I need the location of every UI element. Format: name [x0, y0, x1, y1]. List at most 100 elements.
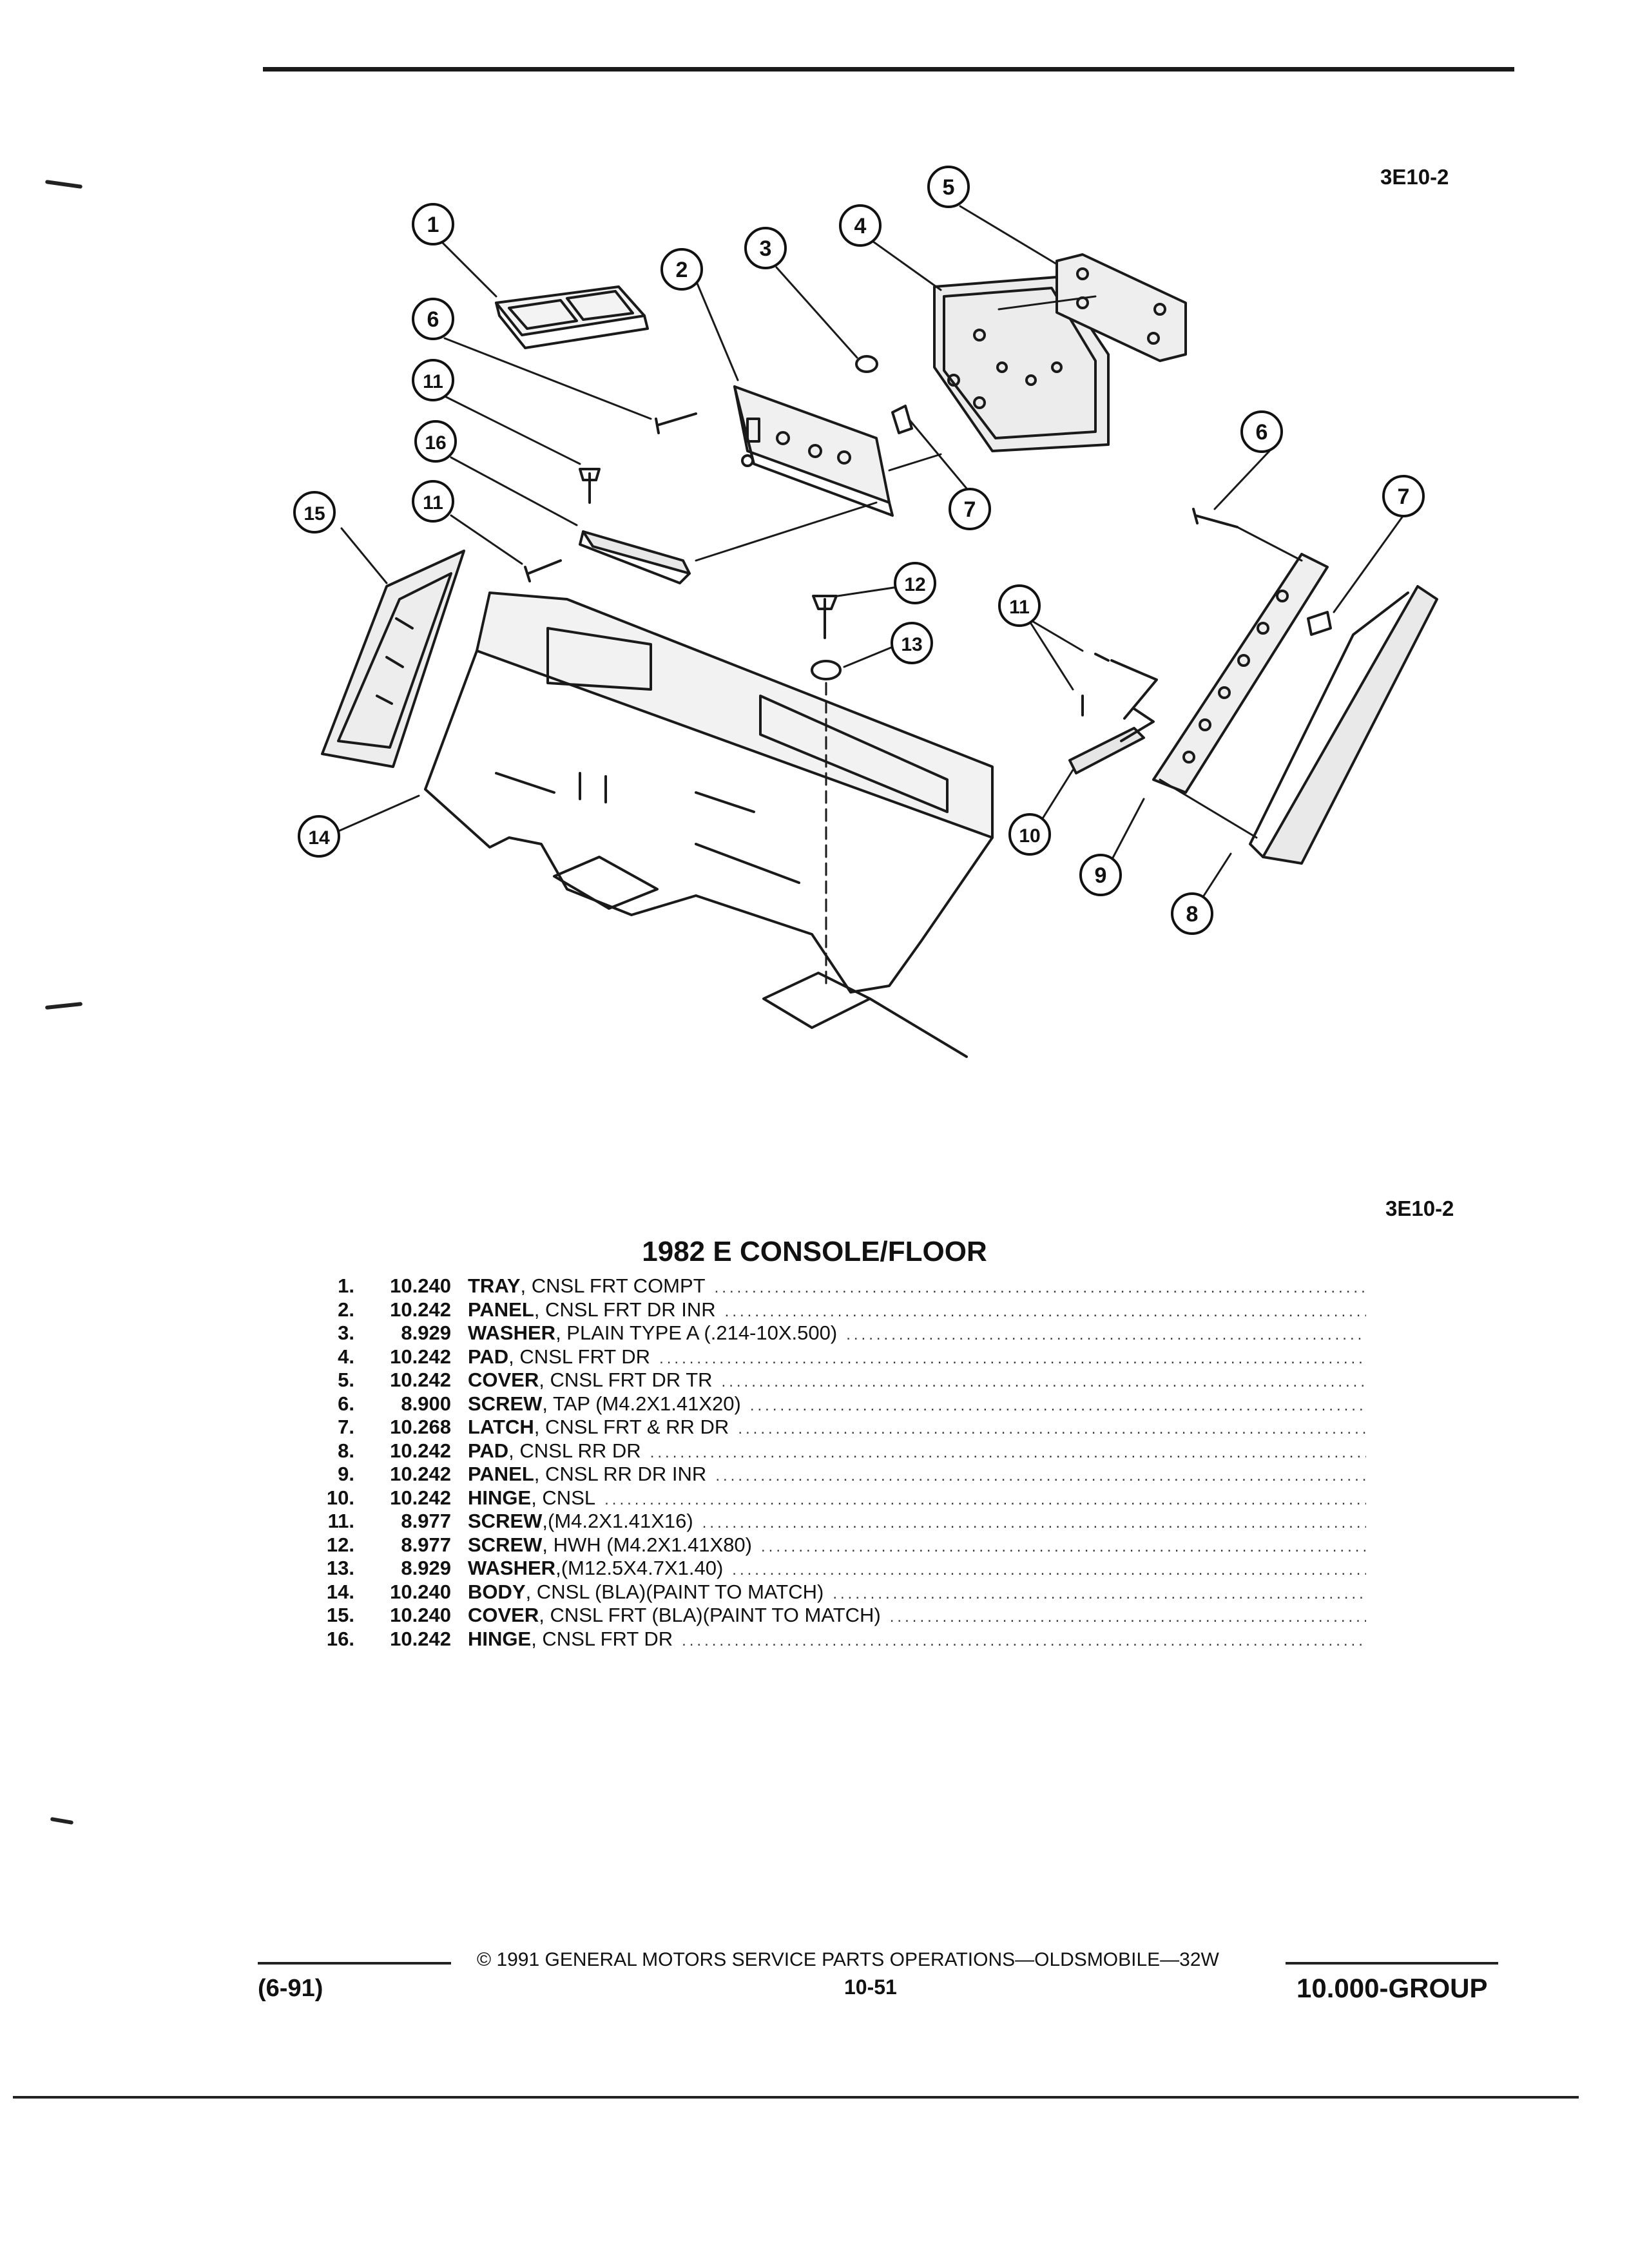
part-name: SCREW: [468, 1533, 543, 1556]
washer-part: [855, 355, 878, 373]
screw-part: [1081, 653, 1110, 716]
leader-dots: ........................................…: [659, 1349, 1366, 1367]
part-detail: , CNSL FRT DR: [531, 1627, 673, 1650]
part-number: 13.: [326, 1557, 354, 1579]
part-name: HINGE: [468, 1486, 532, 1509]
console-body: [424, 591, 994, 1058]
callout-label: 2: [676, 258, 688, 282]
screw-part: [655, 412, 697, 434]
leader-dots: ........................................…: [833, 1584, 1366, 1602]
leader-dots: ........................................…: [732, 1561, 1366, 1579]
part-group-code: 10.240: [390, 1274, 451, 1297]
part-description: COVER, CNSL FRT (BLA)(PAINT TO MATCH): [451, 1604, 881, 1627]
leader-dots: ........................................…: [702, 1514, 1366, 1532]
callout-6: 6: [412, 298, 454, 340]
part-detail: , CNSL RR DR INR: [534, 1463, 707, 1485]
leader-dots: ........................................…: [604, 1490, 1366, 1508]
part-group-code: 10.242: [390, 1463, 451, 1485]
footer-rule-left: [258, 1962, 451, 1965]
part-number: 1.: [338, 1274, 354, 1297]
panel-front-door-inner: [733, 385, 894, 517]
leader-dots: ........................................…: [889, 1608, 1366, 1626]
leader-dots: ........................................…: [650, 1443, 1366, 1461]
callout-3: 3: [744, 227, 787, 269]
part-number: 8.: [338, 1439, 354, 1462]
margin-mark: [50, 1816, 74, 1825]
part-description: WASHER,(M12.5X4.7X1.40): [451, 1557, 723, 1580]
callout-label: 11: [423, 371, 443, 392]
part-description: PANEL, CNSL RR DR INR: [451, 1463, 706, 1486]
part-name: HINGE: [468, 1627, 532, 1650]
callout-label: 3: [760, 236, 772, 261]
part-detail: , CNSL FRT (BLA)(PAINT TO MATCH): [539, 1604, 881, 1626]
part-group-code: 10.242: [390, 1369, 451, 1391]
part-group-code: 8.929: [401, 1321, 451, 1344]
screw-part: [812, 595, 838, 639]
part-description: HINGE, CNSL FRT DR: [451, 1628, 673, 1651]
part-number: 14.: [326, 1580, 354, 1603]
footer-page-number: 10-51: [844, 1975, 897, 1999]
callout-label: 1: [427, 213, 439, 237]
figure-code-bottom: 3E10-2: [1385, 1196, 1454, 1220]
callout-label: 9: [1095, 863, 1107, 888]
part-group-code: 10.242: [390, 1345, 451, 1368]
footer-copyright: © 1991 GENERAL MOTORS SERVICE PARTS OPER…: [477, 1949, 1219, 1970]
part-name: PAD: [468, 1439, 509, 1462]
part-detail: , CNSL FRT DR TR: [539, 1369, 713, 1391]
part-name: TRAY: [468, 1274, 521, 1297]
part-number: 15.: [326, 1604, 354, 1626]
part-group-code: 10.242: [390, 1439, 451, 1462]
part-name: BODY: [468, 1580, 526, 1603]
part-name: PAD: [468, 1345, 509, 1368]
callout-label: 11: [1009, 597, 1030, 618]
callout-label: 7: [964, 497, 976, 522]
screw-part: [524, 559, 562, 582]
part-number: 9.: [338, 1463, 354, 1485]
part-number: 6.: [338, 1392, 354, 1415]
tray-part: [495, 285, 649, 349]
screw-part: [579, 468, 601, 504]
footer-group-code: 10.000-GROUP: [1296, 1973, 1488, 2003]
latch-part: [1307, 611, 1332, 636]
screw-part: [1192, 508, 1239, 528]
callout-label: 11: [423, 492, 443, 514]
part-detail: , CNSL FRT COMPT: [520, 1274, 706, 1297]
part-detail: ,(M4.2X1.41X16): [542, 1510, 693, 1532]
part-detail: , CNSL: [531, 1486, 596, 1509]
part-detail: , HWH (M4.2X1.41X80): [542, 1533, 752, 1556]
part-detail: ,(M12.5X4.7X1.40): [555, 1557, 724, 1579]
callout-11: 11: [412, 480, 454, 523]
callout-label: 6: [427, 307, 439, 332]
part-name: WASHER: [468, 1321, 556, 1344]
part-detail: , CNSL FRT DR INR: [534, 1298, 716, 1321]
part-detail: , CNSL RR DR: [508, 1439, 641, 1462]
parts-list-title: 1982 E CONSOLE/FLOOR: [642, 1236, 987, 1267]
callout-12: 12: [894, 562, 936, 604]
callout-7: 7: [1382, 475, 1425, 517]
callout-11: 11: [412, 359, 454, 401]
part-description: WASHER, PLAIN TYPE A (.214-10X.500): [451, 1321, 837, 1345]
pad-rear-door: [1249, 585, 1438, 865]
part-group-code: 8.977: [401, 1510, 451, 1532]
part-description: BODY, CNSL (BLA)(PAINT TO MATCH): [451, 1581, 824, 1604]
part-group-code: 10.240: [390, 1580, 451, 1603]
part-description: SCREW, HWH (M4.2X1.41X80): [451, 1533, 752, 1557]
figure-code-top: 3E10-2: [1380, 165, 1449, 189]
parts-list: 1. 10.240 TRAY, CNSL FRT COMPT............…: [303, 1274, 1366, 1651]
part-group-code: 10.242: [390, 1627, 451, 1650]
callout-1: 1: [412, 203, 454, 245]
part-group-code: 8.900: [401, 1392, 451, 1415]
part-number: 16.: [326, 1627, 354, 1650]
